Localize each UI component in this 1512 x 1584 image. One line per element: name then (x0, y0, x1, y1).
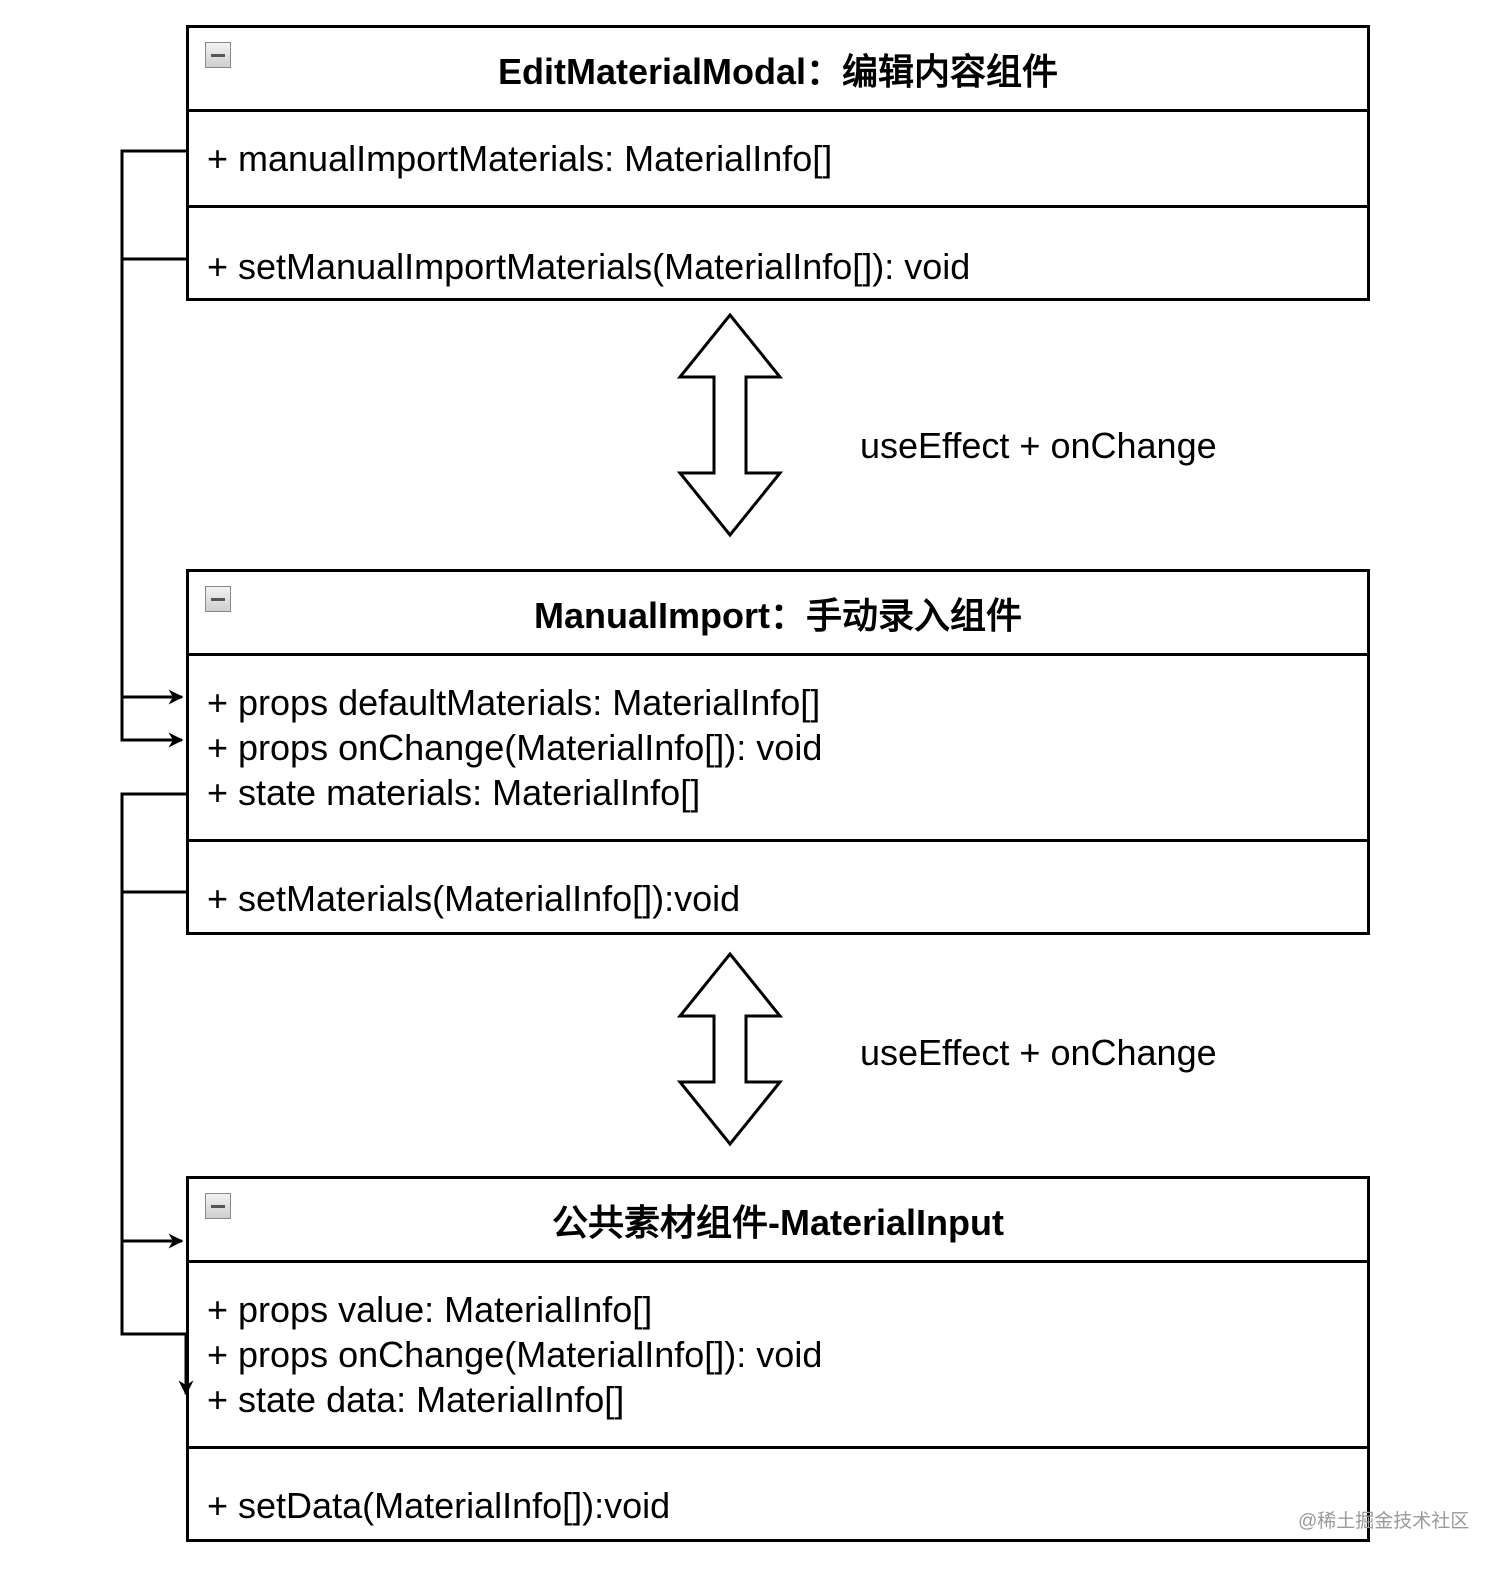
attribute: + props onChange(MaterialInfo[]): void (207, 1334, 823, 1375)
methods-section: + setMaterials(MaterialInfo[]):void (189, 842, 1367, 921)
double-arrow-icon (676, 312, 784, 538)
flow-line (120, 792, 186, 1249)
flow-line (120, 257, 186, 748)
methods-section: + setManualImportMaterials(MaterialInfo[… (189, 208, 1367, 289)
collapse-icon[interactable] (205, 1193, 231, 1219)
class-box-edit-material-modal: EditMaterialModal：编辑内容组件 + manualImportM… (186, 25, 1370, 301)
attribute: + props defaultMaterials: MaterialInfo[] (207, 682, 821, 723)
attribute: + manualImportMaterials: MaterialInfo[] (207, 138, 833, 179)
attribute: + state data: MaterialInfo[] (207, 1379, 625, 1420)
attribute: + props value: MaterialInfo[] (207, 1289, 653, 1330)
class-header: 公共素材组件-MaterialInput (189, 1179, 1367, 1263)
class-header: EditMaterialModal：编辑内容组件 (189, 28, 1367, 112)
attributes-section: + manualImportMaterials: MaterialInfo[] (189, 112, 1367, 208)
flow-line (120, 149, 186, 705)
collapse-icon[interactable] (205, 586, 231, 612)
class-title: ManualImport：手动录入组件 (533, 595, 1022, 636)
watermark: @稀土掘金技术社区 (1298, 1511, 1470, 1532)
class-header: ManualImport：手动录入组件 (189, 572, 1367, 656)
class-box-manual-import: ManualImport：手动录入组件 + props defaultMater… (186, 569, 1370, 935)
flow-line (120, 890, 194, 1396)
connector-label: useEffect + onChange (860, 425, 1217, 466)
attribute: + props onChange(MaterialInfo[]): void (207, 727, 823, 768)
attribute: + state materials: MaterialInfo[] (207, 772, 701, 813)
class-box-material-input: 公共素材组件-MaterialInput + props value: Mate… (186, 1176, 1370, 1542)
attributes-section: + props defaultMaterials: MaterialInfo[]… (189, 656, 1367, 842)
connector-label: useEffect + onChange (860, 1032, 1217, 1073)
class-title: EditMaterialModal：编辑内容组件 (497, 51, 1059, 92)
method: + setMaterials(MaterialInfo[]):void (207, 878, 741, 919)
collapse-icon[interactable] (205, 42, 231, 68)
attributes-section: + props value: MaterialInfo[] + props on… (189, 1263, 1367, 1449)
method: + setManualImportMaterials(MaterialInfo[… (207, 246, 971, 287)
method: + setData(MaterialInfo[]):void (207, 1485, 671, 1526)
methods-section: + setData(MaterialInfo[]):void (189, 1449, 1367, 1528)
class-title: 公共素材组件-MaterialInput (551, 1202, 1004, 1243)
double-arrow-icon (676, 951, 784, 1147)
